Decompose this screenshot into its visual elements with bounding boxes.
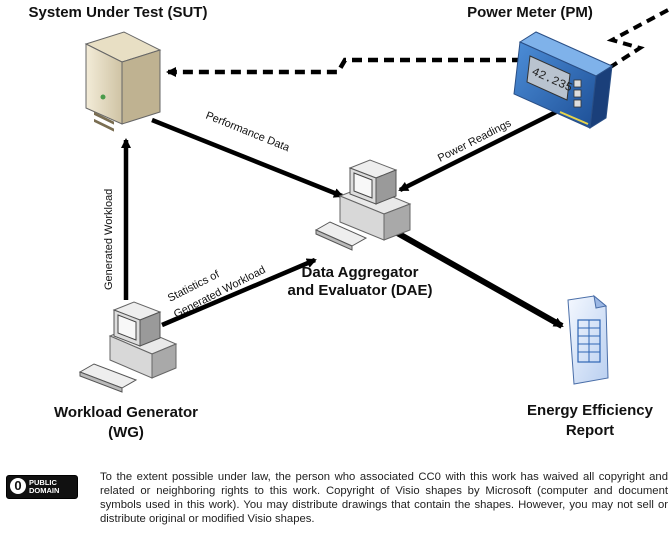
power-meter-icon: 42.235 <box>513 31 614 129</box>
wg-label-line2: (WG) <box>108 424 144 441</box>
cc0-public-domain-badge: 0 PUBLIC DOMAIN <box>6 475 78 499</box>
license-footer: To the extent possible under law, the pe… <box>100 471 668 525</box>
pm-label: Power Meter (PM) <box>467 4 593 21</box>
edge-pm-to-sut <box>166 57 522 77</box>
edge-power-supply <box>593 8 669 78</box>
dae-computer-icon <box>314 159 412 251</box>
edge-statistics <box>161 257 317 328</box>
edge-to-report <box>390 227 564 329</box>
edge-performance <box>151 117 344 199</box>
cc0-badge-line2: DOMAIN <box>29 486 60 495</box>
wg-computer-icon <box>78 301 178 393</box>
cc0-badge-text: PUBLIC DOMAIN <box>29 479 59 495</box>
wg-label-line1: Workload Generator <box>54 404 198 421</box>
report-label-line1: Energy Efficiency <box>527 402 653 419</box>
server-icon <box>84 31 162 132</box>
cc0-icon: 0 <box>10 478 26 494</box>
edge-label-generated: Generated Workload <box>103 189 115 290</box>
report-label-line2: Report <box>565 422 615 439</box>
cc0-badge-line1: PUBLIC <box>29 478 57 487</box>
report-document-icon <box>567 294 609 385</box>
edge-power-readings <box>398 109 558 193</box>
diagram-svg: Performance Data Power Readings Generate… <box>78 8 669 393</box>
dae-label-line2: and Evaluator (DAE) <box>287 282 433 299</box>
dae-label-line1: Data Aggregator <box>301 264 419 281</box>
sut-label: System Under Test (SUT) <box>28 4 208 21</box>
